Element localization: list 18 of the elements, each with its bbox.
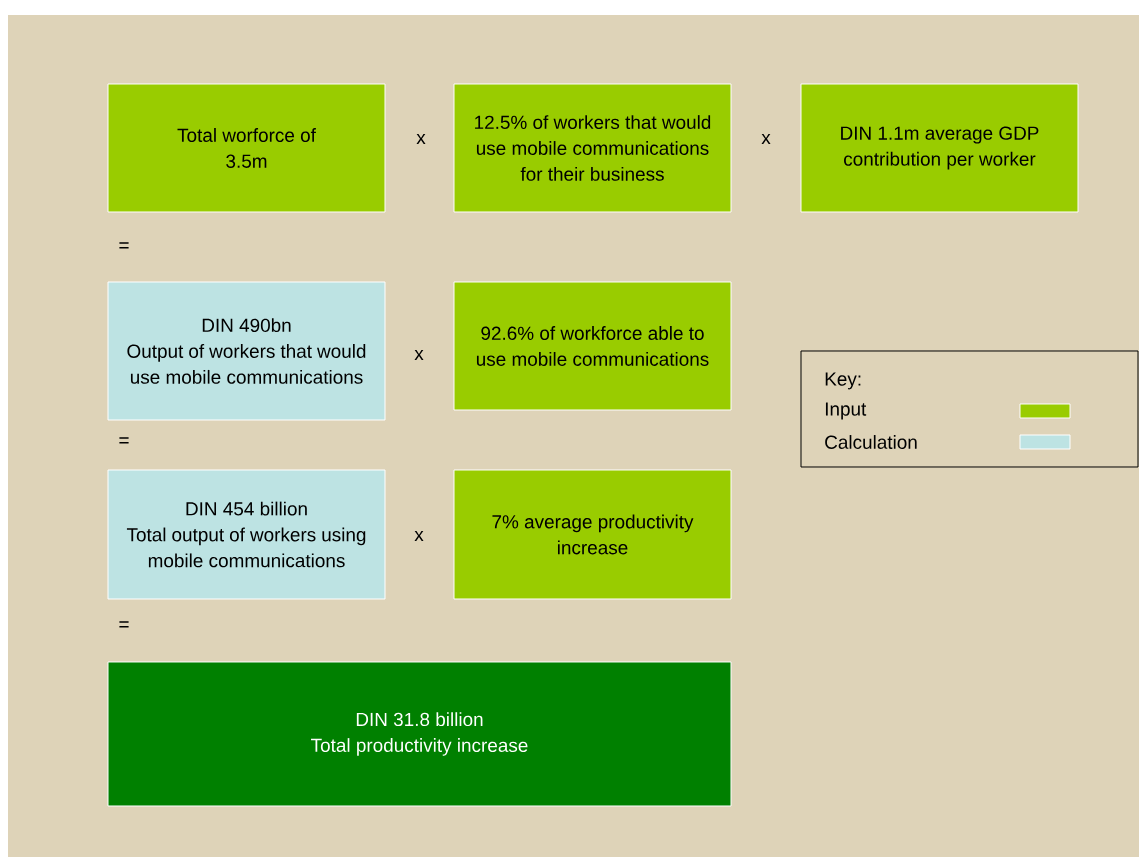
box: 7% average productivity increase bbox=[453, 469, 732, 600]
operator-sign: x bbox=[761, 134, 771, 144]
operator-sign: x bbox=[414, 531, 424, 541]
box: 92.6% of workforce able to use mobile communications bbox=[453, 281, 732, 411]
operator-sign: x bbox=[416, 134, 426, 144]
legend-label: Input bbox=[825, 402, 867, 420]
box: DIN 1.1m average GDP contribution per worker bbox=[800, 83, 1079, 213]
box: Total worforce of 3.5m bbox=[107, 83, 386, 213]
operator-sign: = bbox=[119, 242, 129, 249]
operator-sign: x bbox=[414, 350, 424, 360]
legend-label: Calculation bbox=[825, 435, 917, 449]
operator-sign: = bbox=[119, 437, 129, 444]
box: DIN 490bn Output of workers that would use mobile communications bbox=[107, 281, 386, 421]
box: DIN 454 billion Total output of workers using mobile communications bbox=[107, 469, 386, 600]
operator-sign: = bbox=[119, 621, 129, 628]
box: 12.5% of workers that would use mobile communications for their business bbox=[453, 83, 732, 213]
box: DIN 31.8 billion Total productivity increase bbox=[107, 661, 732, 807]
key-heading: Key: bbox=[825, 372, 861, 390]
